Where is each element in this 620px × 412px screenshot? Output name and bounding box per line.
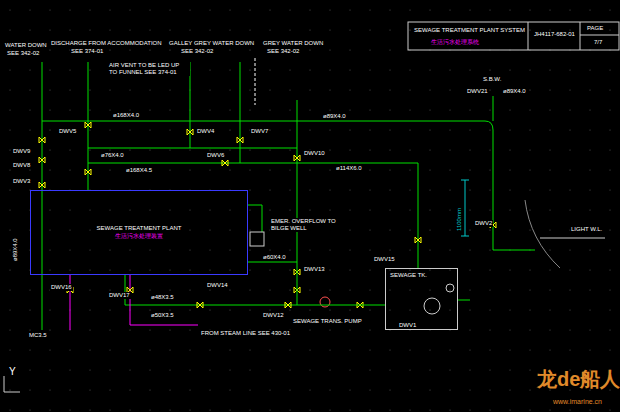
drawing-label: FROM STEAM LINE SEE 430-01 — [200, 330, 291, 337]
drawing-label: PAGE — [586, 25, 604, 32]
steam-lines — [70, 275, 198, 330]
drawing-label: ø89X4.0 — [12, 237, 19, 262]
drawing-label: ø48X3.5 — [150, 294, 175, 301]
drawing-label: ø89X4.0 — [322, 113, 347, 120]
drawing-label: ø168X4.0 — [112, 112, 140, 119]
drawing-label: GALLEY GREY WATER DOWN — [168, 40, 255, 47]
waterline — [540, 238, 605, 239]
drawing-label: EMER. OVERFLOW TO BILGE WELL — [270, 218, 338, 232]
valve-symbol — [187, 129, 193, 135]
drawing-label: S.B.W. — [482, 76, 502, 83]
vent-line — [255, 58, 256, 105]
drawing-label: ø50X3.5 — [150, 312, 175, 319]
drawing-label: Y — [8, 366, 17, 378]
drawing-label: SEE 342-02 — [180, 48, 214, 55]
drawing-label: DWV1 — [398, 322, 417, 329]
tank-box: SEWAGE TK. — [385, 268, 458, 330]
pipe-connector — [248, 262, 385, 305]
valve-symbol — [85, 169, 91, 175]
axis-symbol — [4, 376, 20, 392]
drawing-label: 生活污水处理系统 — [430, 39, 480, 46]
node-title: SEWAGE TREATMENT PLANT — [96, 225, 183, 233]
drawing-label: AIR VENT TO BE LED UP TO FUNNEL SEE 374-… — [108, 62, 190, 76]
drawing-label: DWV6 — [206, 152, 225, 159]
valve-symbol — [39, 157, 45, 163]
title-block — [408, 22, 619, 50]
drawing-label: SEWAGE TREATMENT PLANT SYSTEM — [413, 27, 526, 34]
drawing-label: GREY WATER DOWN — [262, 40, 324, 47]
drawing-label: ø60X4.0 — [262, 254, 287, 261]
drawing-label: SEE 374-01 — [70, 48, 104, 55]
valve-symbol — [197, 302, 203, 308]
drawing-label: DWV9 — [12, 148, 31, 155]
valve-symbol — [285, 302, 291, 308]
valve-symbol — [294, 155, 300, 161]
drawing-label: SEWAGE TRANS. PUMP — [292, 318, 363, 325]
node-subtitle: 生活污水处理装置 — [114, 233, 164, 241]
node-title: SEWAGE TK. — [389, 272, 428, 280]
drawing-label: DWV4 — [196, 128, 215, 135]
drawing-label: 1100mm — [456, 207, 463, 232]
hull-line — [525, 200, 560, 268]
level-switch — [446, 284, 454, 292]
valve-symbol — [39, 182, 45, 188]
drawing-label: 7/7 — [593, 39, 603, 46]
drawing-label: DWV13 — [303, 266, 326, 273]
drawing-label: DWV2 — [474, 220, 493, 227]
drawing-label: DWV7 — [250, 128, 269, 135]
plant-box: SEWAGE TREATMENT PLANT生活污水处理装置 — [30, 190, 248, 275]
valve-symbol — [415, 237, 421, 243]
drawing-label: JH4117-682-01 — [533, 31, 576, 38]
valve-symbol — [222, 160, 228, 166]
drawing-label: DWV17 — [108, 292, 131, 299]
drawing-label: 龙de船人 — [536, 368, 620, 391]
valve-symbol — [85, 122, 91, 128]
drawing-label: www.imarine.cn — [552, 398, 603, 406]
dimension-line — [465, 180, 466, 236]
drawing-label: DWV12 — [262, 312, 285, 319]
drawing-label: ø168X4.5 — [125, 167, 153, 174]
drawing-label: ø89X4.0 — [502, 88, 527, 95]
motor-symbol — [424, 298, 440, 314]
drawing-label: DWV14 — [206, 282, 229, 289]
drawing-label: LIGHT W.L. — [570, 226, 603, 233]
drawing-label: DWV3 — [12, 178, 31, 185]
valve-symbol — [39, 137, 45, 143]
drawing-label: WATER DOWN — [4, 42, 48, 49]
drawing-label: ø76X4.0 — [100, 152, 125, 159]
drawing-label: DWV5 — [58, 128, 77, 135]
drawing-label: ø114X6.0 — [335, 165, 363, 172]
drawing-label: DWV21 — [466, 88, 489, 95]
drawing-label: SEE 342-02 — [6, 50, 40, 57]
overflow-box — [250, 232, 264, 246]
drawing-label: DWV16 — [50, 284, 73, 291]
drawing-label: DWV15 — [373, 256, 396, 263]
drawing-label: DWV8 — [12, 162, 31, 169]
drawing-label: DISCHARGE FROM ACCOMMODATION — [50, 40, 163, 47]
drawing-label: SEE 342-02 — [266, 48, 300, 55]
pipe-lines — [42, 62, 535, 330]
drawing-label: MC3.5 — [28, 332, 48, 339]
valve-symbol — [237, 137, 243, 143]
drawing-label: DWV10 — [303, 150, 326, 157]
